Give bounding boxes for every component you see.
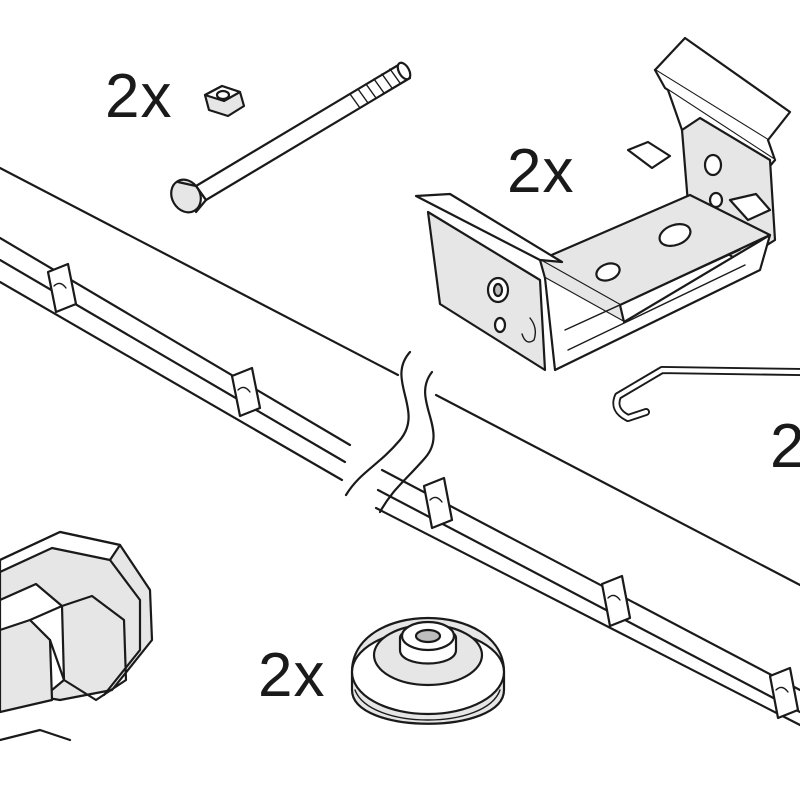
mounting-bracket-icon xyxy=(414,36,792,372)
break-mark-left xyxy=(344,350,412,497)
threaded-rod-icon xyxy=(170,61,412,214)
cable-gland-icon xyxy=(0,530,154,742)
wire-hook-icon xyxy=(612,366,800,422)
rail-clip xyxy=(422,476,454,530)
break-mark-right xyxy=(378,370,435,514)
bracket-quantity-label: 2x xyxy=(507,137,575,206)
hook-quantity-label: 2 xyxy=(770,412,800,481)
rail-clip xyxy=(768,666,800,720)
rail-clip xyxy=(600,574,632,628)
led-profile-rail xyxy=(0,166,800,727)
rail-clip xyxy=(46,262,78,314)
nut-bolt-quantity-label: 2x xyxy=(105,62,173,131)
end-cap-icon xyxy=(350,616,506,725)
hex-nut-icon xyxy=(203,84,246,118)
end-cap-quantity-label: 2x xyxy=(258,641,326,710)
rail-clip xyxy=(230,366,262,418)
